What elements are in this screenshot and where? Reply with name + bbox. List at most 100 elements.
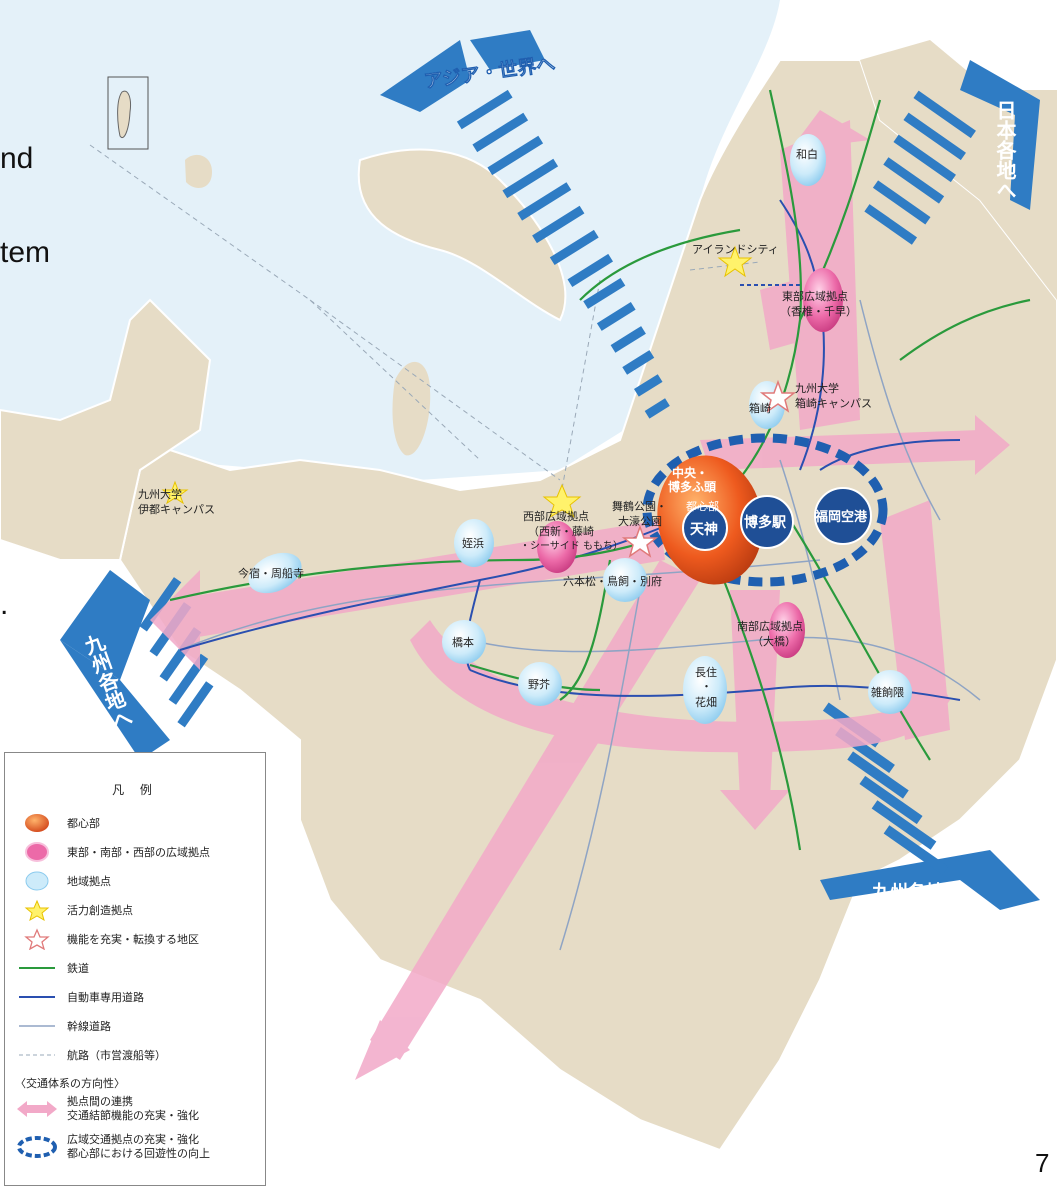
legend-row-local: 地域拠点 (5, 866, 265, 895)
legend-dir2-line2: 都心部における回遊性の向上 (67, 1147, 210, 1160)
arrow-asia (380, 30, 670, 419)
label-nokeya: 野芥 (528, 678, 550, 691)
legend-title: 凡 例 (112, 783, 158, 797)
label-kyudai-hakozaki-1: 九州大学 (795, 381, 839, 395)
local-ropponmatsu (603, 558, 647, 602)
label-ropponmatsu: 六本松・鳥飼・別府 (563, 574, 662, 588)
dashed-ring-icon (17, 1136, 57, 1158)
legend-row-ferry: 航路（市営渡船等） (5, 1040, 265, 1069)
legend-row-expressway: 自動車専用道路 (5, 982, 265, 1011)
local-meinohama (454, 519, 494, 567)
local-wajiro (790, 134, 826, 186)
label-west-hub-sub: （西新・藤崎 (528, 524, 594, 538)
label-east-hub: 東部広域拠点 (782, 289, 848, 303)
page-number: 7 (1035, 1148, 1050, 1178)
label-nagazumi-3: 花畑 (695, 696, 717, 709)
yellow-star-icon (24, 899, 50, 921)
local-zasshonokuma (868, 670, 912, 714)
label-east-hub-sub: （香椎・千早） (780, 304, 857, 318)
legend-dir1-line2: 交通結節機能の充実・強化 (67, 1109, 199, 1122)
legend-row-vitality: 活力創造拠点 (5, 895, 265, 924)
label-maizuru-2: 大濠公園 (618, 514, 662, 528)
label-imajuku: 今宿・周船寺 (238, 566, 304, 580)
text-fragment-3: . (0, 588, 9, 621)
local-nagazumi (683, 656, 727, 724)
land-nokonoshima (392, 361, 431, 456)
legend-label: 都心部 (67, 816, 100, 830)
local-nokeya (518, 662, 562, 706)
legend-row-dashed-ring: 広域交通拠点の充実・強化 都心部における回遊性の向上 (5, 1133, 265, 1161)
label-hakata-station: 博多駅 (744, 514, 787, 531)
legend-label: 活力創造拠点 (67, 903, 133, 917)
legend-row-rail: 鉄道 (5, 953, 265, 982)
land-west-peninsula (0, 298, 212, 561)
local-hashimoto (442, 620, 486, 664)
legend-row-hub: 東部・南部・西部の広域拠点 (5, 837, 265, 866)
arrow-japan (864, 60, 1040, 245)
legend-row-core: 都心部 (5, 808, 265, 837)
land-genkai-island (117, 90, 131, 138)
hub-east (803, 268, 843, 332)
label-kyudai-ito-1: 九州大学 (138, 487, 182, 501)
star-maizuru-icon (621, 524, 659, 558)
label-south-hub-sub: （大橋） (752, 634, 796, 648)
outline-star-icon (24, 927, 50, 950)
legend-label: 鉄道 (67, 961, 89, 975)
label-kyudai-ito-2: 伊都キャンパス (138, 503, 215, 516)
label-central-1: 中央・ (672, 465, 708, 480)
label-central-2: 博多ふ頭 (668, 479, 717, 494)
land-island-city (690, 240, 800, 290)
conversion-stars (621, 379, 797, 558)
local-imajuku (248, 552, 302, 594)
land-small-island (185, 154, 212, 188)
pink-double-arrow-icon (17, 1101, 57, 1117)
legend-row-pink-arrow: 拠点間の連携 交通結節機能の充実・強化 (5, 1095, 265, 1123)
legend-subtitle: 〈交通体系の方向性〉 (15, 1077, 125, 1090)
text-fragment-1: nd (0, 142, 34, 175)
star-seaside-icon (542, 483, 582, 519)
label-hakozaki: 箱崎 (749, 401, 771, 415)
legend-label: 地域拠点 (67, 874, 111, 888)
node-tenjin (682, 505, 728, 551)
legend-label: 幹線道路 (67, 1019, 111, 1033)
vitality-stars (161, 245, 753, 519)
inset-frame (107, 76, 149, 150)
label-kyudai-hakozaki-2: 箱崎キャンパス (795, 396, 872, 410)
star-kyudai-ito-icon (161, 480, 189, 505)
label-west-hub: 西部広域拠点 (523, 509, 589, 523)
label-wajiro: 和白 (796, 147, 818, 161)
label-nagazumi-1: 長住 (695, 665, 717, 679)
wide-area-transport-ring (642, 433, 888, 587)
label-nagazumi-2: ・ (701, 680, 712, 693)
label-south-hub: 南部広域拠点 (737, 619, 803, 633)
legend-dir2-line1: 広域交通拠点の充実・強化 (67, 1133, 199, 1146)
label-zasshonokuma: 雑餉隈 (871, 685, 904, 699)
label-kyushu-south: 九州各地へ (871, 881, 962, 903)
text-fragment-2: tem (0, 236, 51, 269)
label-hashimoto: 橋本 (452, 635, 474, 649)
label-meinohama: 姪浜 (462, 536, 484, 550)
legend-label: 東部・南部・西部の広域拠点 (67, 845, 210, 859)
label-west-hub-sub2: ・シーサイド ももち） (520, 540, 623, 552)
label-japan: 日本各地へ (993, 100, 1017, 200)
node-hakata (740, 495, 794, 549)
hub-south (769, 602, 805, 658)
legend-label: 機能を充実・転換する地区 (67, 932, 199, 946)
legend-row-arterial: 幹線道路 (5, 1011, 265, 1040)
star-kyudai-hakozaki-icon (759, 379, 797, 413)
legend-label: 自動車専用道路 (67, 990, 144, 1004)
label-toshinbu: 都心部 (686, 499, 719, 513)
hub-west (537, 521, 577, 573)
legend-dir1-line1: 拠点間の連携 (67, 1095, 133, 1108)
label-island-city: アイランドシティ (692, 243, 779, 256)
legend-row-conversion: 機能を充実・転換する地区 (5, 924, 265, 953)
map-legend: 凡 例 都心部 東部・南部・西部の広域拠点 地域拠点 活力創造拠点 機能を充実・… (4, 752, 266, 1186)
arrow-kyushu-south (820, 702, 1040, 910)
label-fukuoka-airport: 福岡空港 (814, 509, 868, 525)
land-shikanoshima (357, 148, 567, 322)
legend-label: 航路（市営渡船等） (67, 1048, 166, 1062)
ferry-routes (89, 144, 761, 501)
node-airport (814, 487, 872, 545)
label-maizuru-1: 舞鶴公園・ (612, 499, 667, 513)
label-tenjin: 天神 (690, 521, 718, 538)
